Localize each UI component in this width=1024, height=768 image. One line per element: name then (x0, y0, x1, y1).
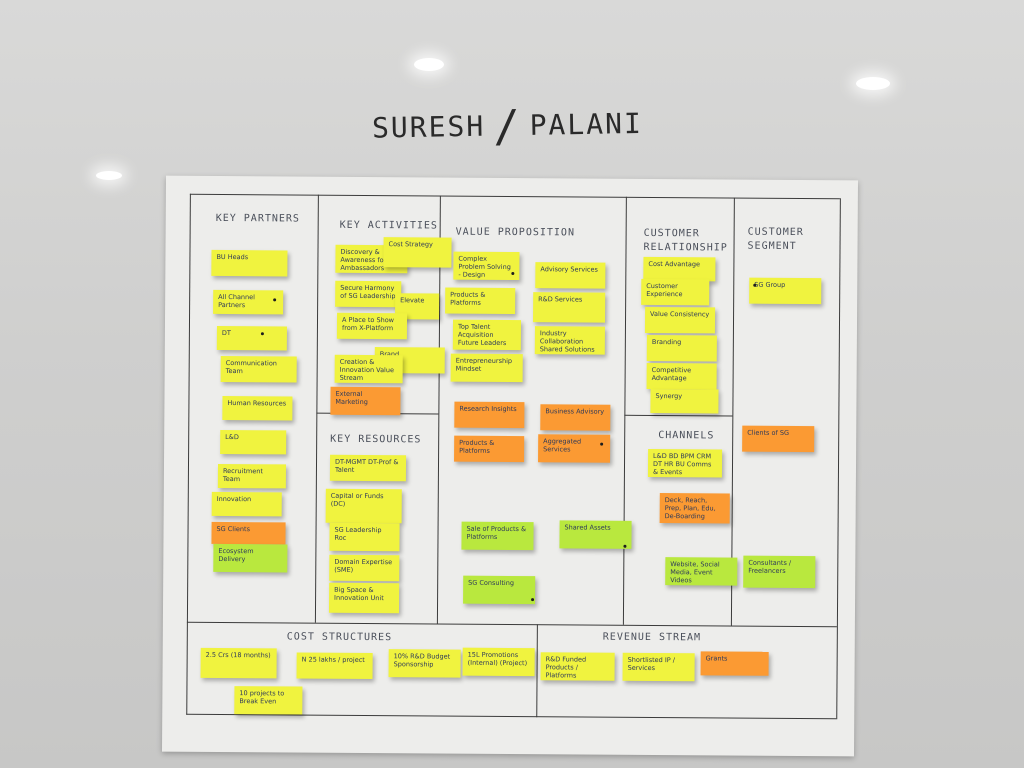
sticky-note-value-proposition: Advisory Services (535, 262, 606, 289)
sticky-note-customer-segment: SG Group (749, 277, 822, 305)
sticky-note-cost-structures: 10% R&D Budget Sponsorship (388, 649, 461, 678)
divider-partners-activities (314, 194, 319, 623)
sticky-note-value-proposition: SG Consulting (463, 575, 536, 605)
revenue-stream-header: REVENUE STREAM (602, 631, 702, 644)
key-resources-header: KEY RESOURCES (330, 433, 422, 446)
sticky-note-value-proposition: Top Talent Acquisition Future Leaders (452, 319, 522, 351)
business-model-canvas-poster: KEY PARTNERS KEY ACTIVITIES VALUE PROPOS… (161, 175, 859, 757)
sticky-note-key-activities: Cost Strategy (383, 237, 452, 268)
sticky-note-key-partners: L&D (220, 429, 287, 455)
key-partners-header: KEY PARTNERS (215, 212, 301, 225)
sticky-note-customer-segment: Clients of SG (742, 425, 815, 453)
divider-relationship-channels (624, 414, 733, 417)
title-left: SURESH (371, 109, 486, 145)
pen-dot (260, 332, 264, 336)
board-title: SURESH/PALANI (371, 92, 672, 157)
sticky-note-value-proposition: Products & Platforms (445, 287, 516, 315)
sticky-note-revenue-stream: Grants (700, 651, 769, 676)
sticky-note-key-partners: BU Heads (211, 249, 288, 277)
customer-relationship-header-line1: CUSTOMER (643, 227, 700, 240)
sticky-note-customer-relationship: Cost Advantage (643, 256, 716, 282)
sticky-note-value-proposition: Research Insights (454, 401, 525, 429)
sticky-note-key-partners: Human Resources (222, 395, 293, 421)
sticky-note-key-partners: DT (216, 325, 287, 351)
sticky-note-key-resources: SG Leadership Roc (329, 522, 400, 552)
sticky-note-customer-relationship: Value Consistency (644, 306, 716, 334)
sticky-note-key-partners: Innovation (211, 491, 282, 517)
light-reflection (414, 58, 444, 71)
sticky-note-value-proposition: Shared Assets (559, 520, 632, 549)
pen-dot (600, 442, 604, 446)
pen-dot (753, 283, 757, 287)
sticky-note-key-activities: Secure Harmony of SG Leadership (335, 280, 402, 308)
light-reflection (96, 171, 122, 180)
customer-segment-header-line1: CUSTOMER (747, 226, 804, 239)
pen-dot (511, 272, 515, 276)
sticky-note-value-proposition: Sale of Products & Platforms (461, 521, 534, 551)
pen-dot (623, 544, 627, 548)
sticky-note-value-proposition: Business Advisory (540, 404, 611, 431)
frame-top (189, 193, 840, 200)
sticky-note-cost-structures: 2.5 Crs (18 months) (200, 647, 277, 679)
sticky-note-value-proposition: Aggregated Services (538, 434, 611, 463)
sticky-note-key-partners: SG Clients (211, 521, 286, 545)
cost-structures-header: COST STRUCTURES (286, 631, 393, 644)
sticky-note-key-resources: Big Space & Innovation Unit (328, 582, 400, 614)
sticky-note-customer-relationship: Competitive Advantage (646, 362, 717, 390)
sticky-note-customer-relationship: Synergy (650, 388, 719, 414)
frame-bottom (186, 713, 837, 720)
sticky-note-channels: Deck, Reach, Prep, Plan, Edu, De-Boardin… (659, 493, 730, 524)
sticky-note-revenue-stream: Shortlisted IP / Services (622, 652, 695, 682)
sticky-note-key-partners: All Channel Partners (213, 289, 284, 315)
pen-dot (531, 598, 535, 602)
sticky-note-value-proposition: R&D Services (533, 292, 606, 323)
sticky-note-channels: Website, Social Media, Event Videos (665, 557, 738, 586)
key-activities-header: KEY ACTIVITIES (339, 219, 439, 232)
title-separator: / (492, 101, 523, 153)
divider-cost-revenue (536, 624, 538, 718)
divider-cost-revenue-top (186, 621, 837, 628)
sticky-note-value-proposition: Products & Platforms (454, 435, 525, 463)
value-proposition-header: VALUE PROPOSITION (455, 226, 576, 239)
channels-header: CHANNELS (658, 430, 715, 442)
pen-dot (273, 298, 277, 302)
light-reflection (856, 77, 890, 90)
sticky-note-cost-structures: 15L Promotions (Internal) (Project) (462, 647, 535, 677)
sticky-note-value-proposition: Entrepreneurship Mindset (450, 353, 523, 383)
sticky-note-key-activities: External Marketing (330, 386, 401, 416)
title-right: PALANI (529, 106, 644, 142)
divider-value-relationship (622, 196, 627, 625)
sticky-note-customer-relationship: Customer Experience (641, 278, 710, 306)
sticky-note-revenue-stream: R&D Funded Products / Platforms (540, 652, 615, 681)
sticky-note-customer-relationship: Branding (646, 334, 717, 362)
sticky-note-value-proposition: Complex Problem Solving - Design (453, 251, 520, 281)
sticky-note-key-activities: Creation & Innovation Value Stream (334, 354, 403, 384)
sticky-note-key-activities: A Place to Show from X-Platform (336, 312, 408, 340)
sticky-note-cost-structures: N 25 lakhs / project (296, 652, 373, 680)
sticky-note-key-resources: DT-MGMT DT-Prof & Talent (329, 454, 407, 482)
sticky-note-customer-segment: Consultants / Freelancers (743, 555, 816, 589)
sticky-note-key-partners: Ecosystem Delivery (213, 543, 288, 573)
frame-left (186, 193, 191, 715)
sticky-note-key-partners: Communication Team (220, 355, 297, 383)
sticky-note-channels: L&D BD BPM CRM DT HR BU Comms & Events (647, 448, 723, 478)
sticky-note-value-proposition: Industry Collaboration Shared Solutions (534, 326, 605, 355)
frame-right (836, 198, 841, 720)
sticky-note-cost-structures: 10 projects to Break Even (234, 686, 303, 715)
customer-relationship-header-line2: RELATIONSHIP (643, 241, 728, 254)
customer-segment-header-line2: SEGMENT (747, 240, 797, 252)
sticky-note-key-resources: Capital or Funds (DC) (325, 488, 402, 524)
sticky-note-key-partners: Recruitment Team (217, 463, 287, 489)
sticky-note-key-resources: Domain Expertise (SME) (329, 554, 400, 582)
